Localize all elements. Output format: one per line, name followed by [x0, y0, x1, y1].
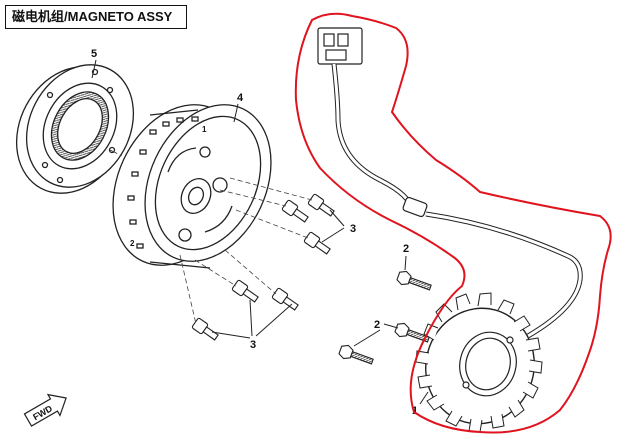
- callout-5: 5: [91, 48, 97, 60]
- diagram-title: 磁电机组/MAGNETO ASSY: [5, 5, 187, 29]
- forward-direction-arrow-icon: FWD: [23, 393, 67, 427]
- leader-line: [91, 59, 97, 79]
- leader-line: [233, 103, 239, 123]
- leader-line: [353, 255, 407, 347]
- rim-mark: 1: [202, 125, 207, 134]
- callout-3b: 3: [250, 339, 256, 351]
- flywheel-rotor-part[interactable]: [88, 84, 295, 287]
- stator-coil-part[interactable]: [317, 27, 583, 436]
- callout-1: 1: [412, 405, 418, 417]
- callout-4: 4: [237, 92, 244, 104]
- leader-line: [211, 209, 345, 339]
- callout-3a: 3: [350, 223, 356, 235]
- leader-line: [419, 391, 429, 405]
- rotor-bolts-part[interactable]: [191, 193, 336, 343]
- assembly-guide-lines: [179, 177, 313, 325]
- callout-2a: 2: [403, 243, 409, 255]
- stator-screws-part[interactable]: [338, 269, 433, 368]
- rim-mark: 2: [130, 239, 135, 248]
- highlight-outline: [294, 12, 612, 434]
- callout-2b: 2: [374, 319, 380, 331]
- one-way-clutch-part[interactable]: [0, 46, 154, 213]
